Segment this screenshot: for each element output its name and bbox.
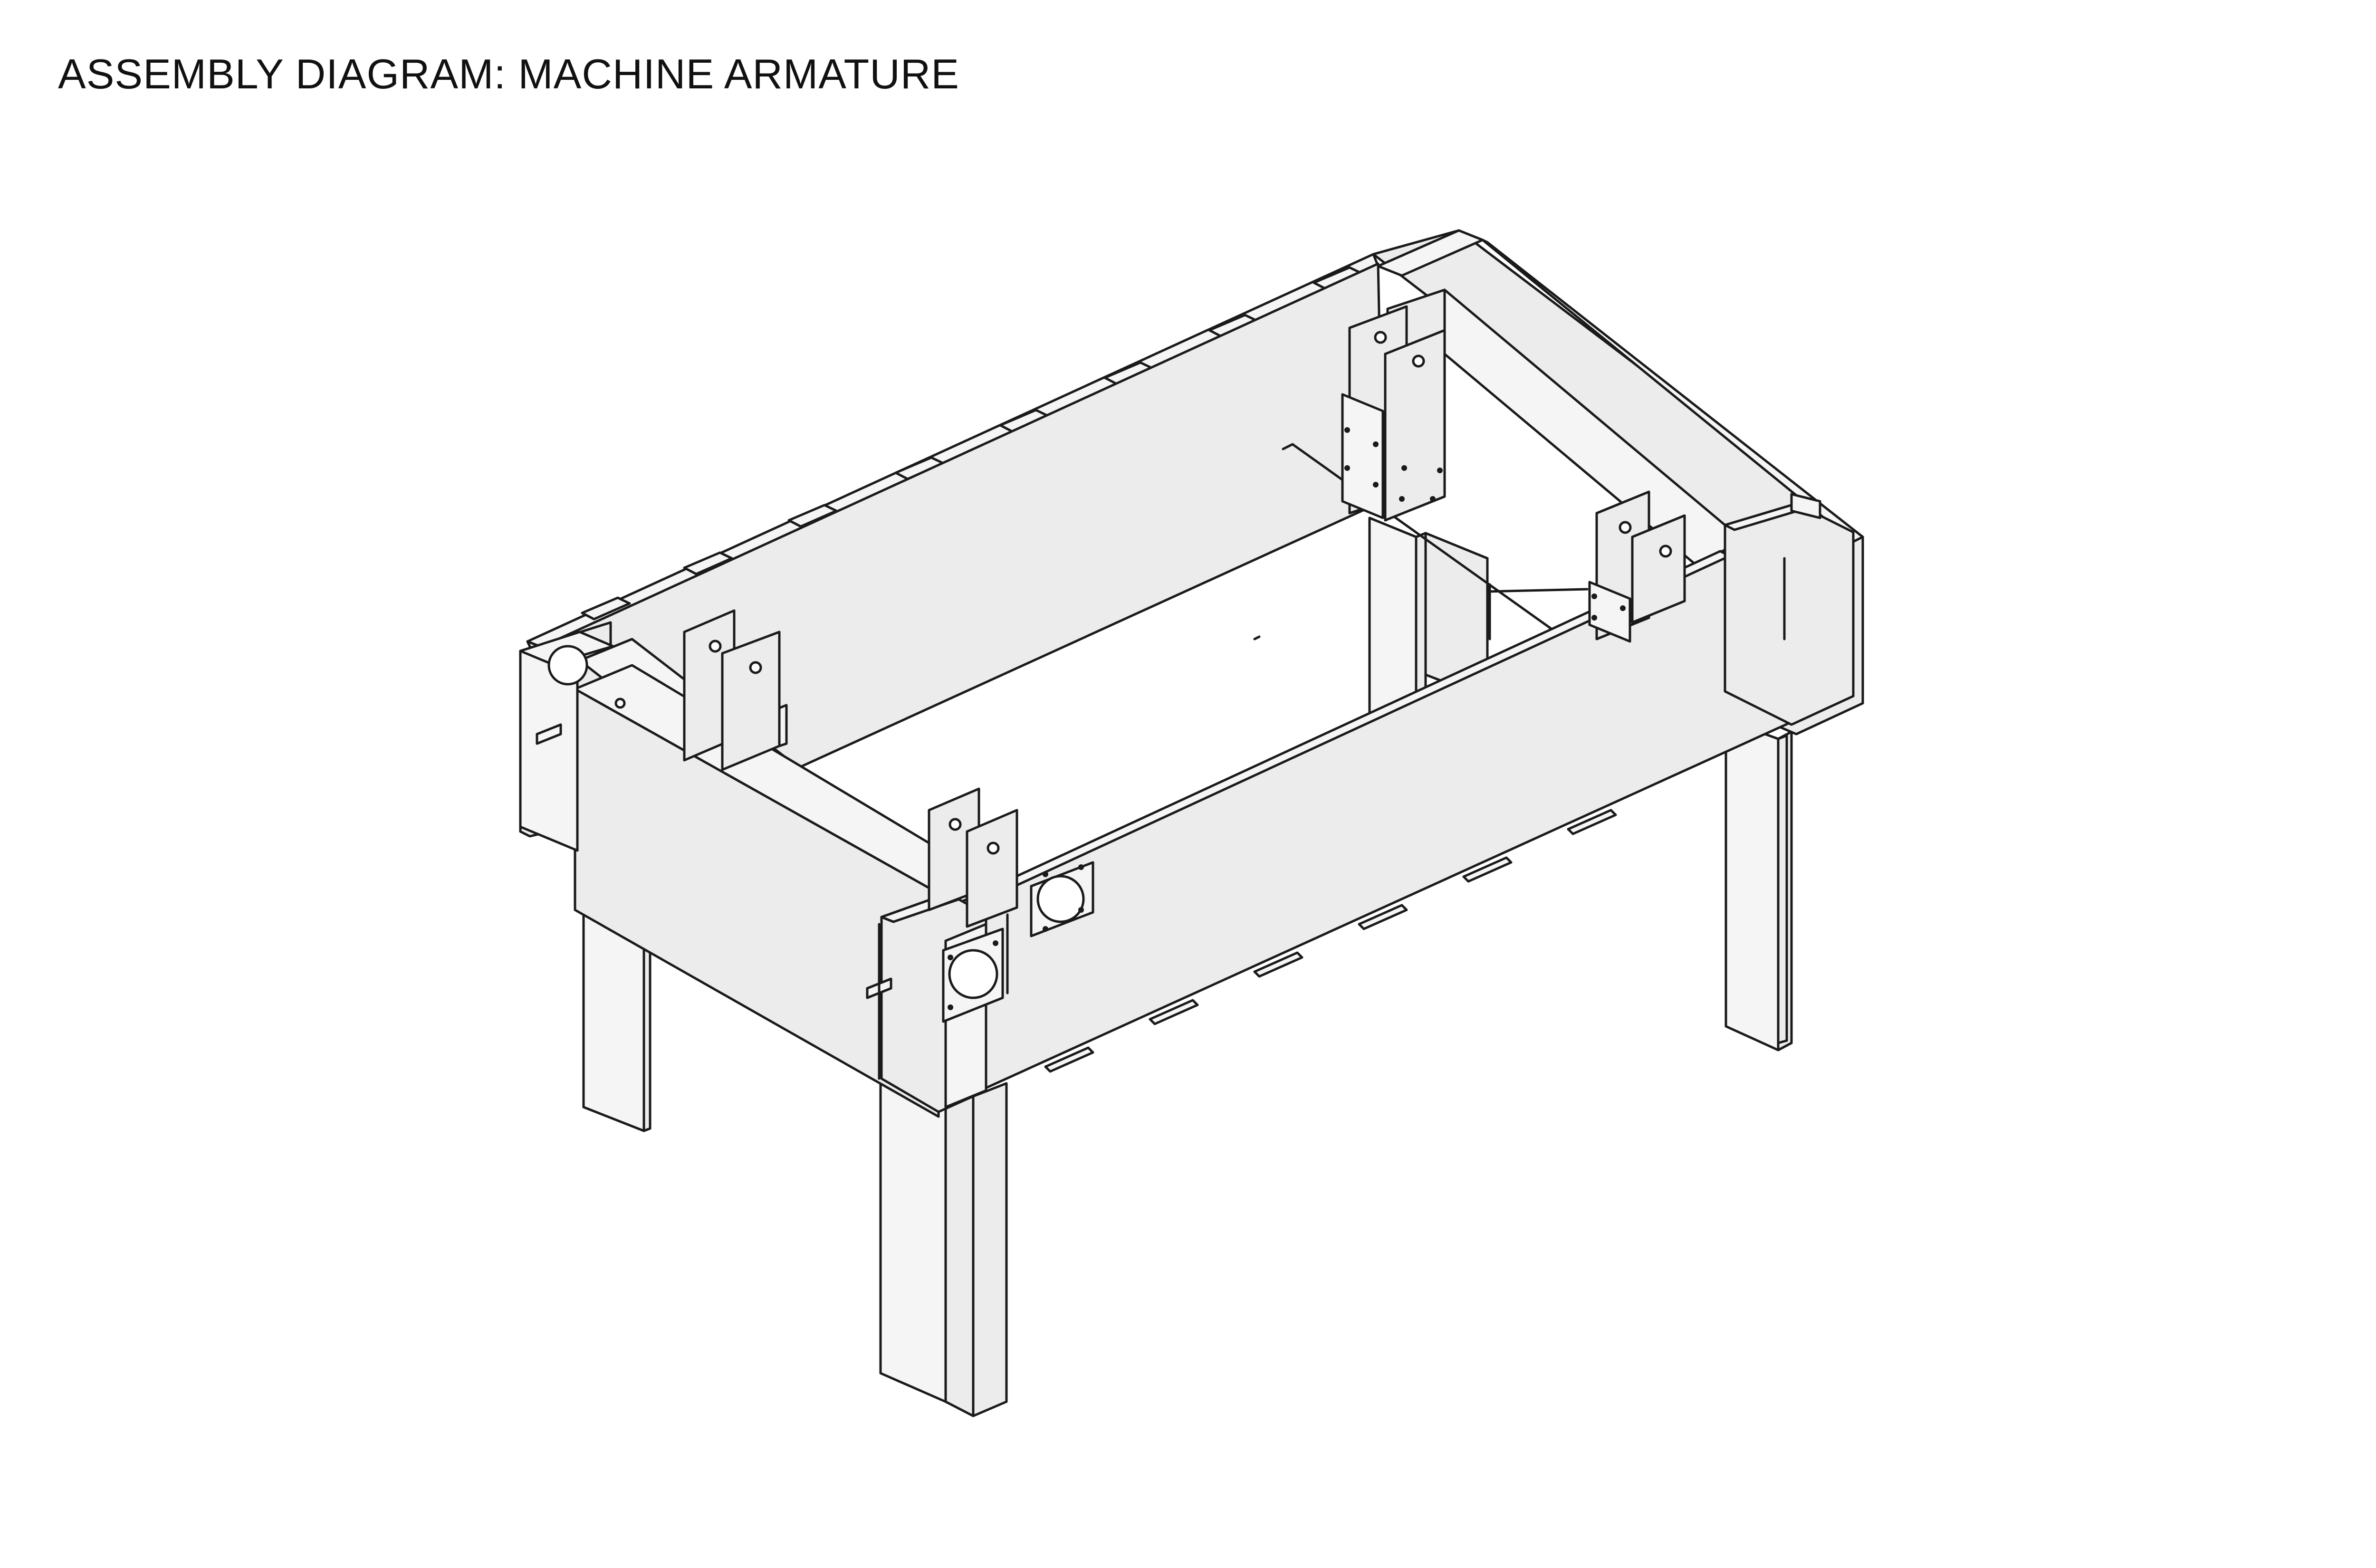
bracket-hole (948, 818, 962, 831)
slot-lines (576, 545, 1786, 1080)
bracket-hole (614, 698, 626, 709)
rail-left-long (574, 664, 995, 1118)
motor-hole-front-rail (1036, 875, 1085, 923)
leg-rear-center (1368, 516, 1489, 743)
diagram-title: ASSEMBLY DIAGRAM: MACHINE ARMATURE (58, 50, 959, 97)
bracket-hole (1659, 545, 1672, 558)
rail-front-underside-teeth (1044, 809, 1617, 1073)
bracket-hole (1619, 521, 1632, 534)
leg-back-right (1725, 718, 1793, 1052)
bracket-right-plate (1588, 581, 1631, 643)
bracket-hole (749, 661, 762, 674)
bracket-hole (1412, 354, 1425, 368)
frame-right-end-cap (1724, 493, 1855, 726)
bracket-rear-b (1384, 329, 1446, 522)
leg-front (879, 1077, 1008, 1417)
frame-interior-lines (1282, 443, 1589, 652)
bracket-rear-plate (1341, 393, 1384, 519)
motor-hole-corner (948, 949, 998, 999)
screw-dots (948, 427, 1626, 1010)
bracket-hole (987, 841, 1000, 855)
bracket-hole (709, 640, 722, 653)
dowel-pin-left (536, 723, 562, 745)
bracket-front-b (966, 809, 1018, 928)
bracket-left-b (721, 631, 788, 771)
rail-back-teeth (581, 266, 1363, 621)
bracket-right-b (1631, 514, 1686, 624)
bracket-hole (1374, 331, 1387, 344)
motor-hole-left-end (547, 645, 588, 686)
